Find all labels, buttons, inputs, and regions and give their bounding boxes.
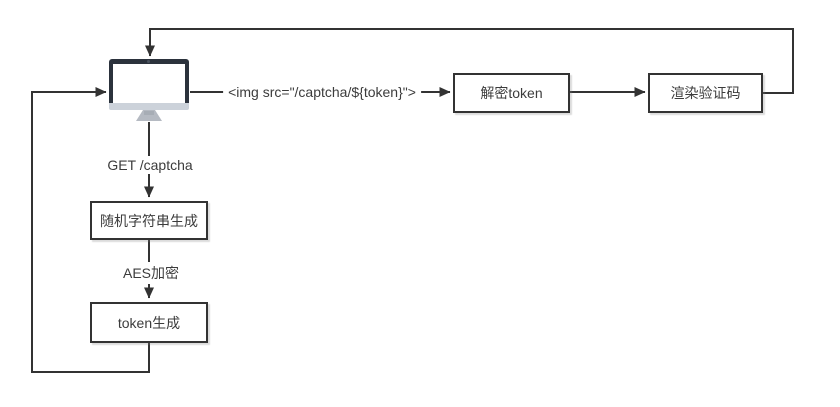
edge-render-to-client-loop [145, 28, 794, 94]
monitor-camera-dot [147, 60, 150, 63]
monitor-icon [109, 59, 189, 122]
edge-label-aes-encrypt: AES加密 [117, 262, 185, 284]
node-decrypt-token: 解密token [453, 73, 570, 113]
monitor-screen [113, 64, 185, 103]
node-render-captcha-label: 渲染验证码 [670, 85, 741, 101]
node-render-captcha: 渲染验证码 [648, 73, 763, 113]
node-decrypt-token-label: 解密token [480, 85, 543, 101]
monitor-stand [136, 110, 162, 121]
node-random-string-generate: 随机字符串生成 [90, 201, 208, 240]
node-random-string-generate-label: 随机字符串生成 [100, 212, 198, 229]
edge-label-get-captcha: GET /captcha [102, 156, 198, 174]
node-token-generate-label: token生成 [117, 314, 181, 331]
monitor-stand-knob [144, 111, 154, 115]
edge-tokengen-to-client-loop [31, 87, 150, 373]
monitor-chin [109, 103, 189, 110]
node-token-generate: token生成 [90, 302, 208, 343]
edge-label-img-src: <img src="/captcha/${token}"> [223, 83, 421, 101]
